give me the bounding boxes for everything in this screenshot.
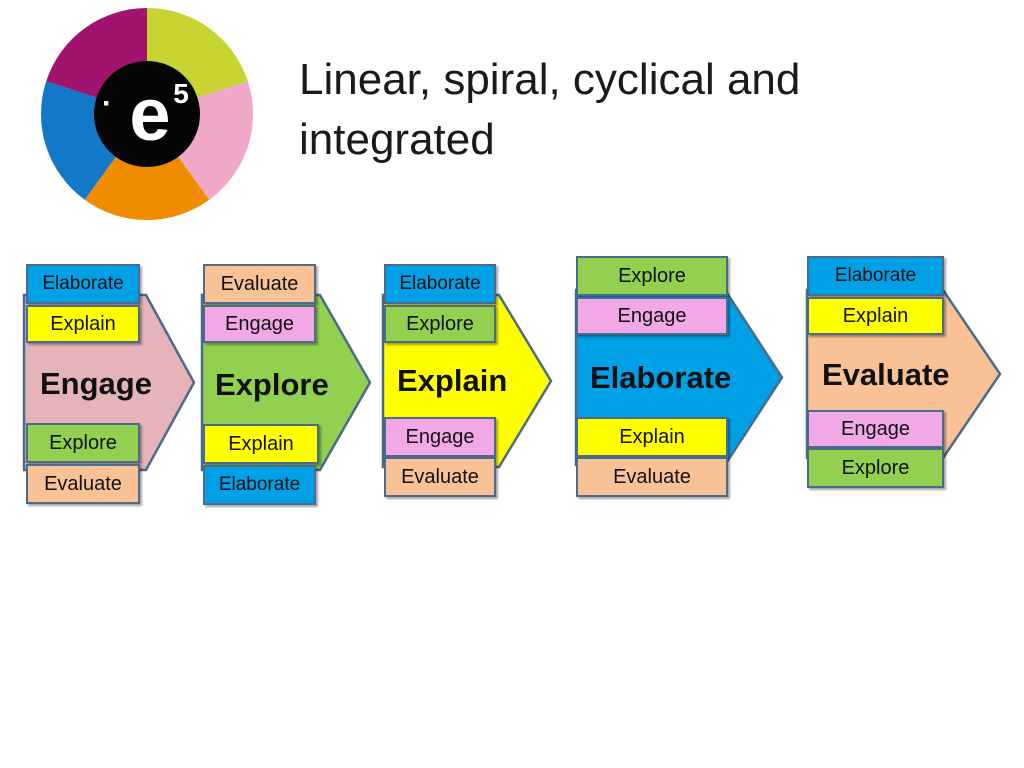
logo-dot: · xyxy=(102,87,112,120)
phase-box-engage: Engage xyxy=(807,410,944,448)
phase-box-evaluate: Evaluate xyxy=(203,264,316,304)
logo-superscript: 5 xyxy=(173,78,189,109)
stage-label-explain: Explain xyxy=(397,363,508,398)
phase-box-elaborate: Elaborate xyxy=(807,256,944,296)
stage-label-engage: Engage xyxy=(40,366,152,401)
phase-box-explore: Explore xyxy=(807,448,944,488)
logo-center-disc xyxy=(94,61,200,167)
phase-box-evaluate: Evaluate xyxy=(26,464,140,504)
phase-box-elaborate: Elaborate xyxy=(203,465,316,505)
phase-box-engage: Engage xyxy=(203,305,316,343)
phase-box-explore: Explore xyxy=(576,256,728,296)
stage-label-elaborate: Elaborate xyxy=(590,360,732,395)
phase-box-engage: Engage xyxy=(384,417,496,457)
e5-logo: e 5 · xyxy=(40,8,254,221)
phase-box-explain: Explain xyxy=(26,305,140,343)
phase-box-explain: Explain xyxy=(576,417,728,457)
logo-letter: e xyxy=(129,73,170,156)
phase-box-evaluate: Evaluate xyxy=(384,457,496,497)
stage-label-explore: Explore xyxy=(215,367,329,402)
phase-box-explore: Explore xyxy=(26,423,140,463)
phase-box-explain: Explain xyxy=(807,297,944,335)
phase-box-engage: Engage xyxy=(576,297,728,335)
phase-box-elaborate: Elaborate xyxy=(384,264,496,304)
phase-box-elaborate: Elaborate xyxy=(26,264,140,304)
stage-label-evaluate: Evaluate xyxy=(822,357,950,392)
phase-box-explain: Explain xyxy=(203,424,319,464)
phase-box-evaluate: Evaluate xyxy=(576,457,728,497)
page-title: Linear, spiral, cyclical and integrated xyxy=(299,55,801,164)
phase-box-explore: Explore xyxy=(384,305,496,343)
logo-segment xyxy=(84,114,210,221)
